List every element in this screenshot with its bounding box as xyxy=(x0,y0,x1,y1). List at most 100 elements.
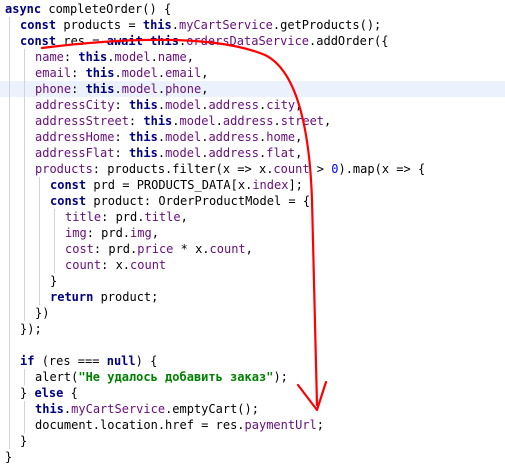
code-line[interactable]: email: this.model.email, xyxy=(0,65,505,81)
code-text: addressHome: this.model.address.home, xyxy=(35,129,302,145)
code-line[interactable]: } xyxy=(0,449,505,465)
code-line[interactable]: async completeOrder() { xyxy=(0,1,505,17)
code-token: prd = PRODUCTS_DATA[x. xyxy=(93,178,253,192)
code-line[interactable]: const products = this.myCartService.getP… xyxy=(0,17,505,33)
indent-guide xyxy=(9,353,10,369)
indent-guide xyxy=(9,193,10,209)
indent-guide xyxy=(24,97,25,113)
indent-guide xyxy=(24,257,25,273)
code-token: : xyxy=(71,82,86,96)
code-token: : x. xyxy=(101,258,131,272)
code-line[interactable]: }); xyxy=(0,321,505,337)
code-text: phone: this.model.phone, xyxy=(35,81,208,97)
code-token: : prd. xyxy=(93,242,138,256)
code-token: . xyxy=(171,18,179,32)
indent-guide xyxy=(24,161,25,177)
code-line[interactable]: addressCity: this.model.address.city, xyxy=(0,97,505,113)
code-text: const products = this.myCartService.getP… xyxy=(20,17,381,33)
code-line[interactable]: addressStreet: this.model.address.street… xyxy=(0,113,505,129)
code-token: } xyxy=(5,450,13,464)
code-text: document.location.href = res.paymentUrl; xyxy=(35,417,324,433)
code-line[interactable]: addressHome: this.model.address.home, xyxy=(0,129,505,145)
code-token: : prd. xyxy=(101,210,145,224)
indent-guide xyxy=(24,241,25,257)
code-text: addressCity: this.model.address.city, xyxy=(35,97,302,113)
code-token: this xyxy=(128,98,158,112)
code-token: . xyxy=(157,98,166,112)
indent-guide xyxy=(9,65,10,81)
code-line[interactable]: count: x.count xyxy=(0,257,505,273)
indent-guide xyxy=(9,81,10,97)
code-line[interactable]: img: prd.img, xyxy=(0,225,505,241)
code-line[interactable]: } xyxy=(0,433,505,449)
code-text: email: this.model.email, xyxy=(35,65,208,81)
code-line[interactable]: const res = await this.ordersDataService… xyxy=(0,33,505,49)
indent-guide xyxy=(9,17,10,33)
indent-guide xyxy=(24,417,25,433)
code-line[interactable]: cost: prd.price * x.count, xyxy=(0,241,505,257)
code-token: . xyxy=(157,82,166,96)
code-token: img xyxy=(130,226,152,240)
indent-guide xyxy=(9,33,10,49)
code-line[interactable]: products: products.filter(x => x.count >… xyxy=(0,161,505,177)
code-token: address xyxy=(208,146,260,160)
indent-guide xyxy=(9,225,10,241)
code-line[interactable]: addressFlat: this.model.address.flat, xyxy=(0,145,505,161)
indent-guide xyxy=(54,257,55,273)
code-text: title: prd.title, xyxy=(65,209,188,225)
code-line[interactable] xyxy=(0,337,505,353)
code-text: img: prd.img, xyxy=(65,225,159,241)
code-token: : products.filter(x => x. xyxy=(92,162,274,176)
code-text: if (res === null) { xyxy=(20,353,157,369)
code-token: address xyxy=(208,130,260,144)
code-token: > xyxy=(309,162,332,176)
code-token: (res === xyxy=(41,354,107,368)
code-token: , xyxy=(295,98,303,112)
code-line[interactable]: } else { xyxy=(0,385,505,401)
code-token: model xyxy=(179,114,216,128)
indent-guide xyxy=(9,177,10,193)
code-token: : prd. xyxy=(86,226,131,240)
code-text: } xyxy=(50,273,57,289)
code-line[interactable]: const product: OrderProductModel = { xyxy=(0,193,505,209)
code-token: return xyxy=(50,290,101,304)
code-line[interactable]: document.location.href = res.paymentUrl; xyxy=(0,417,505,433)
code-token: . xyxy=(273,114,281,128)
code-line[interactable]: alert("Не удалось добавить заказ"); xyxy=(0,369,505,385)
code-token: img xyxy=(65,226,87,240)
indent-guide xyxy=(24,177,25,193)
indent-guide xyxy=(39,241,40,257)
code-line[interactable]: const prd = PRODUCTS_DATA[x.index]; xyxy=(0,177,505,193)
code-line[interactable]: if (res === null) { xyxy=(0,353,505,369)
code-line[interactable]: phone: this.model.phone, xyxy=(0,81,505,97)
code-token: myCartService xyxy=(178,18,273,32)
code-token: address xyxy=(222,114,274,128)
code-line[interactable]: name: this.model.name, xyxy=(0,49,505,65)
code-text: }) xyxy=(35,305,49,321)
code-token: completeOrder() { xyxy=(48,2,172,16)
code-text: const product: OrderProductModel = { xyxy=(50,193,310,209)
code-token: model xyxy=(121,66,158,80)
code-token: product: OrderProductModel = { xyxy=(93,194,311,208)
code-line[interactable]: this.myCartService.emptyCart(); xyxy=(0,401,505,417)
code-token: : xyxy=(114,98,129,112)
code-line[interactable]: }) xyxy=(0,305,505,321)
code-token: , xyxy=(151,226,159,240)
code-token: . xyxy=(157,66,166,80)
code-text: alert("Не удалось добавить заказ"); xyxy=(35,369,288,385)
code-token: const xyxy=(20,18,64,32)
code-token: , xyxy=(245,242,253,256)
code-token: * x. xyxy=(173,242,210,256)
code-line[interactable]: return product; xyxy=(0,289,505,305)
code-token: . xyxy=(63,402,72,416)
indent-guide xyxy=(24,145,25,161)
code-token: this xyxy=(128,146,158,160)
code-line[interactable]: title: prd.title, xyxy=(0,209,505,225)
code-token: this xyxy=(143,114,173,128)
code-token: ordersDataService xyxy=(186,34,310,48)
code-text: const res = await this.ordersDataService… xyxy=(20,33,389,49)
code-token: phone xyxy=(35,82,72,96)
indent-guide xyxy=(39,257,40,273)
code-line[interactable]: } xyxy=(0,273,505,289)
